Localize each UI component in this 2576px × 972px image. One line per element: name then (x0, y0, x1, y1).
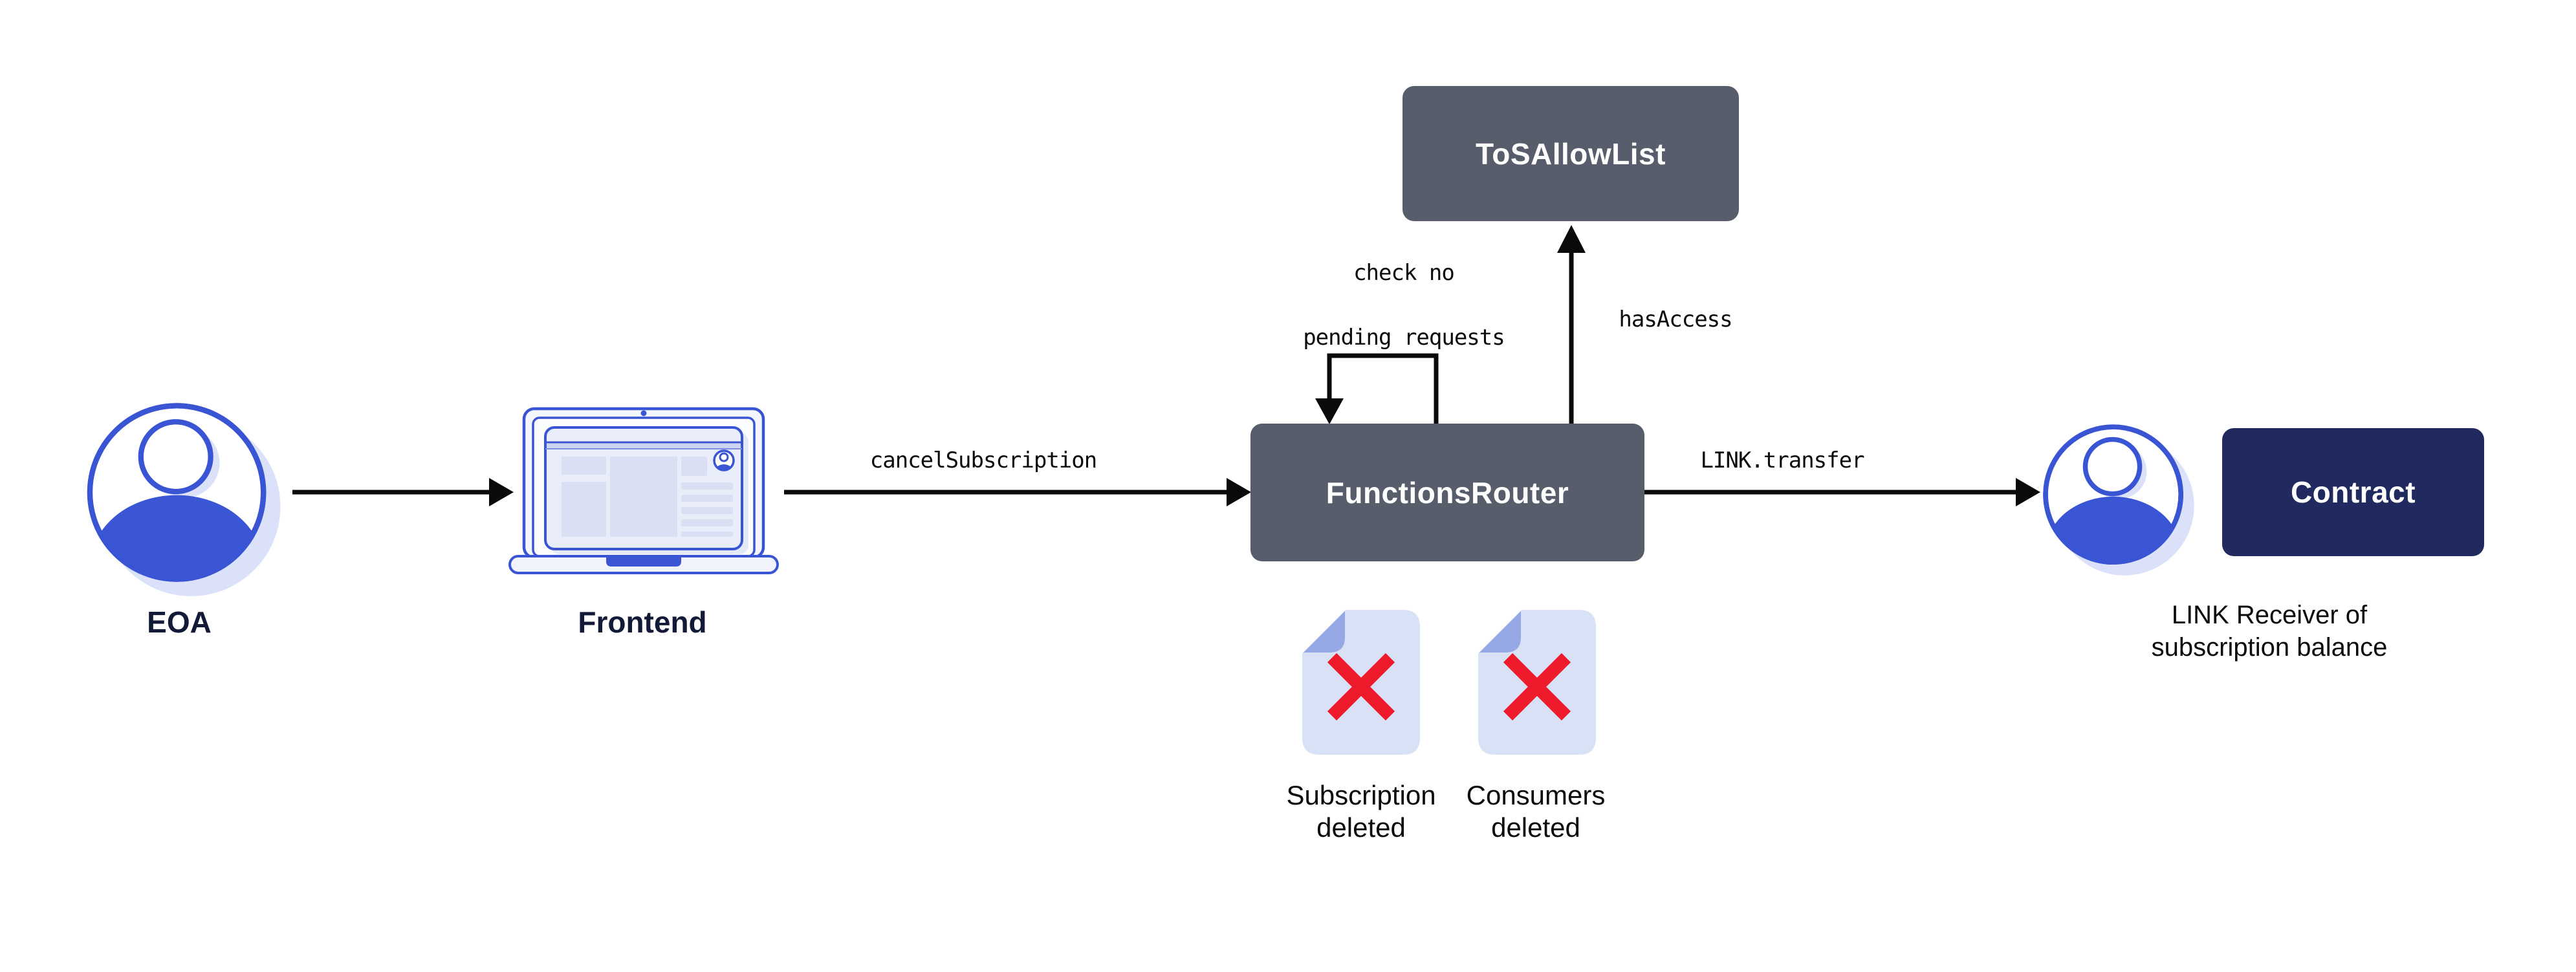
frontend-label: Frontend (578, 605, 707, 639)
arrowhead-frontend (489, 478, 514, 506)
link-receiver-person-icon (2043, 424, 2194, 576)
arrowhead-has-access (1557, 225, 1586, 253)
cancel-subscription-edge-label: cancelSubscription (869, 448, 1097, 473)
subscription-deleted-line2: deleted (1316, 812, 1406, 843)
consumers-deleted-line1: Consumers (1466, 780, 1606, 810)
functions-router-node: FunctionsRouter (1250, 424, 1644, 561)
arrowhead-router (1227, 478, 1251, 506)
link-receiver-caption-line1: LINK Receiver of (2171, 601, 2368, 629)
frontend-laptop-icon (508, 407, 779, 574)
arrowhead-receiver (2016, 478, 2040, 506)
check-pending-edge-label: check no pending requests (1252, 224, 1505, 386)
subscription-deleted-caption: Subscription deleted (1286, 779, 1435, 844)
link-transfer-edge-label: LINK.transfer (1700, 448, 1864, 473)
tos-allow-list-node: ToSAllowList (1403, 86, 1739, 221)
check-pending-line2: pending requests (1303, 325, 1505, 351)
contract-node: Contract (2222, 428, 2484, 556)
eoa-label: EOA (147, 605, 212, 639)
link-receiver-caption-line2: subscription balance (2151, 633, 2388, 662)
link-receiver-caption: LINK Receiver of subscription balance (2152, 599, 2388, 664)
contract-label: Contract (2290, 475, 2416, 509)
has-access-edge-label: hasAccess (1619, 307, 1732, 332)
subscription-deleted-line1: Subscription (1286, 780, 1436, 810)
consumers-deleted-line2: deleted (1491, 812, 1580, 843)
arrowhead-self-loop (1315, 398, 1344, 424)
functions-router-label: FunctionsRouter (1326, 475, 1569, 510)
check-pending-line1: check no (1353, 260, 1455, 286)
subscription-deleted-doc-icon (1302, 610, 1420, 755)
consumers-deleted-caption: Consumers deleted (1467, 779, 1606, 844)
eoa-person-icon (87, 403, 281, 596)
arrow-self-loop (1327, 353, 1439, 424)
tos-allow-list-label: ToSAllowList (1476, 136, 1666, 171)
consumers-deleted-doc-icon (1478, 610, 1596, 755)
